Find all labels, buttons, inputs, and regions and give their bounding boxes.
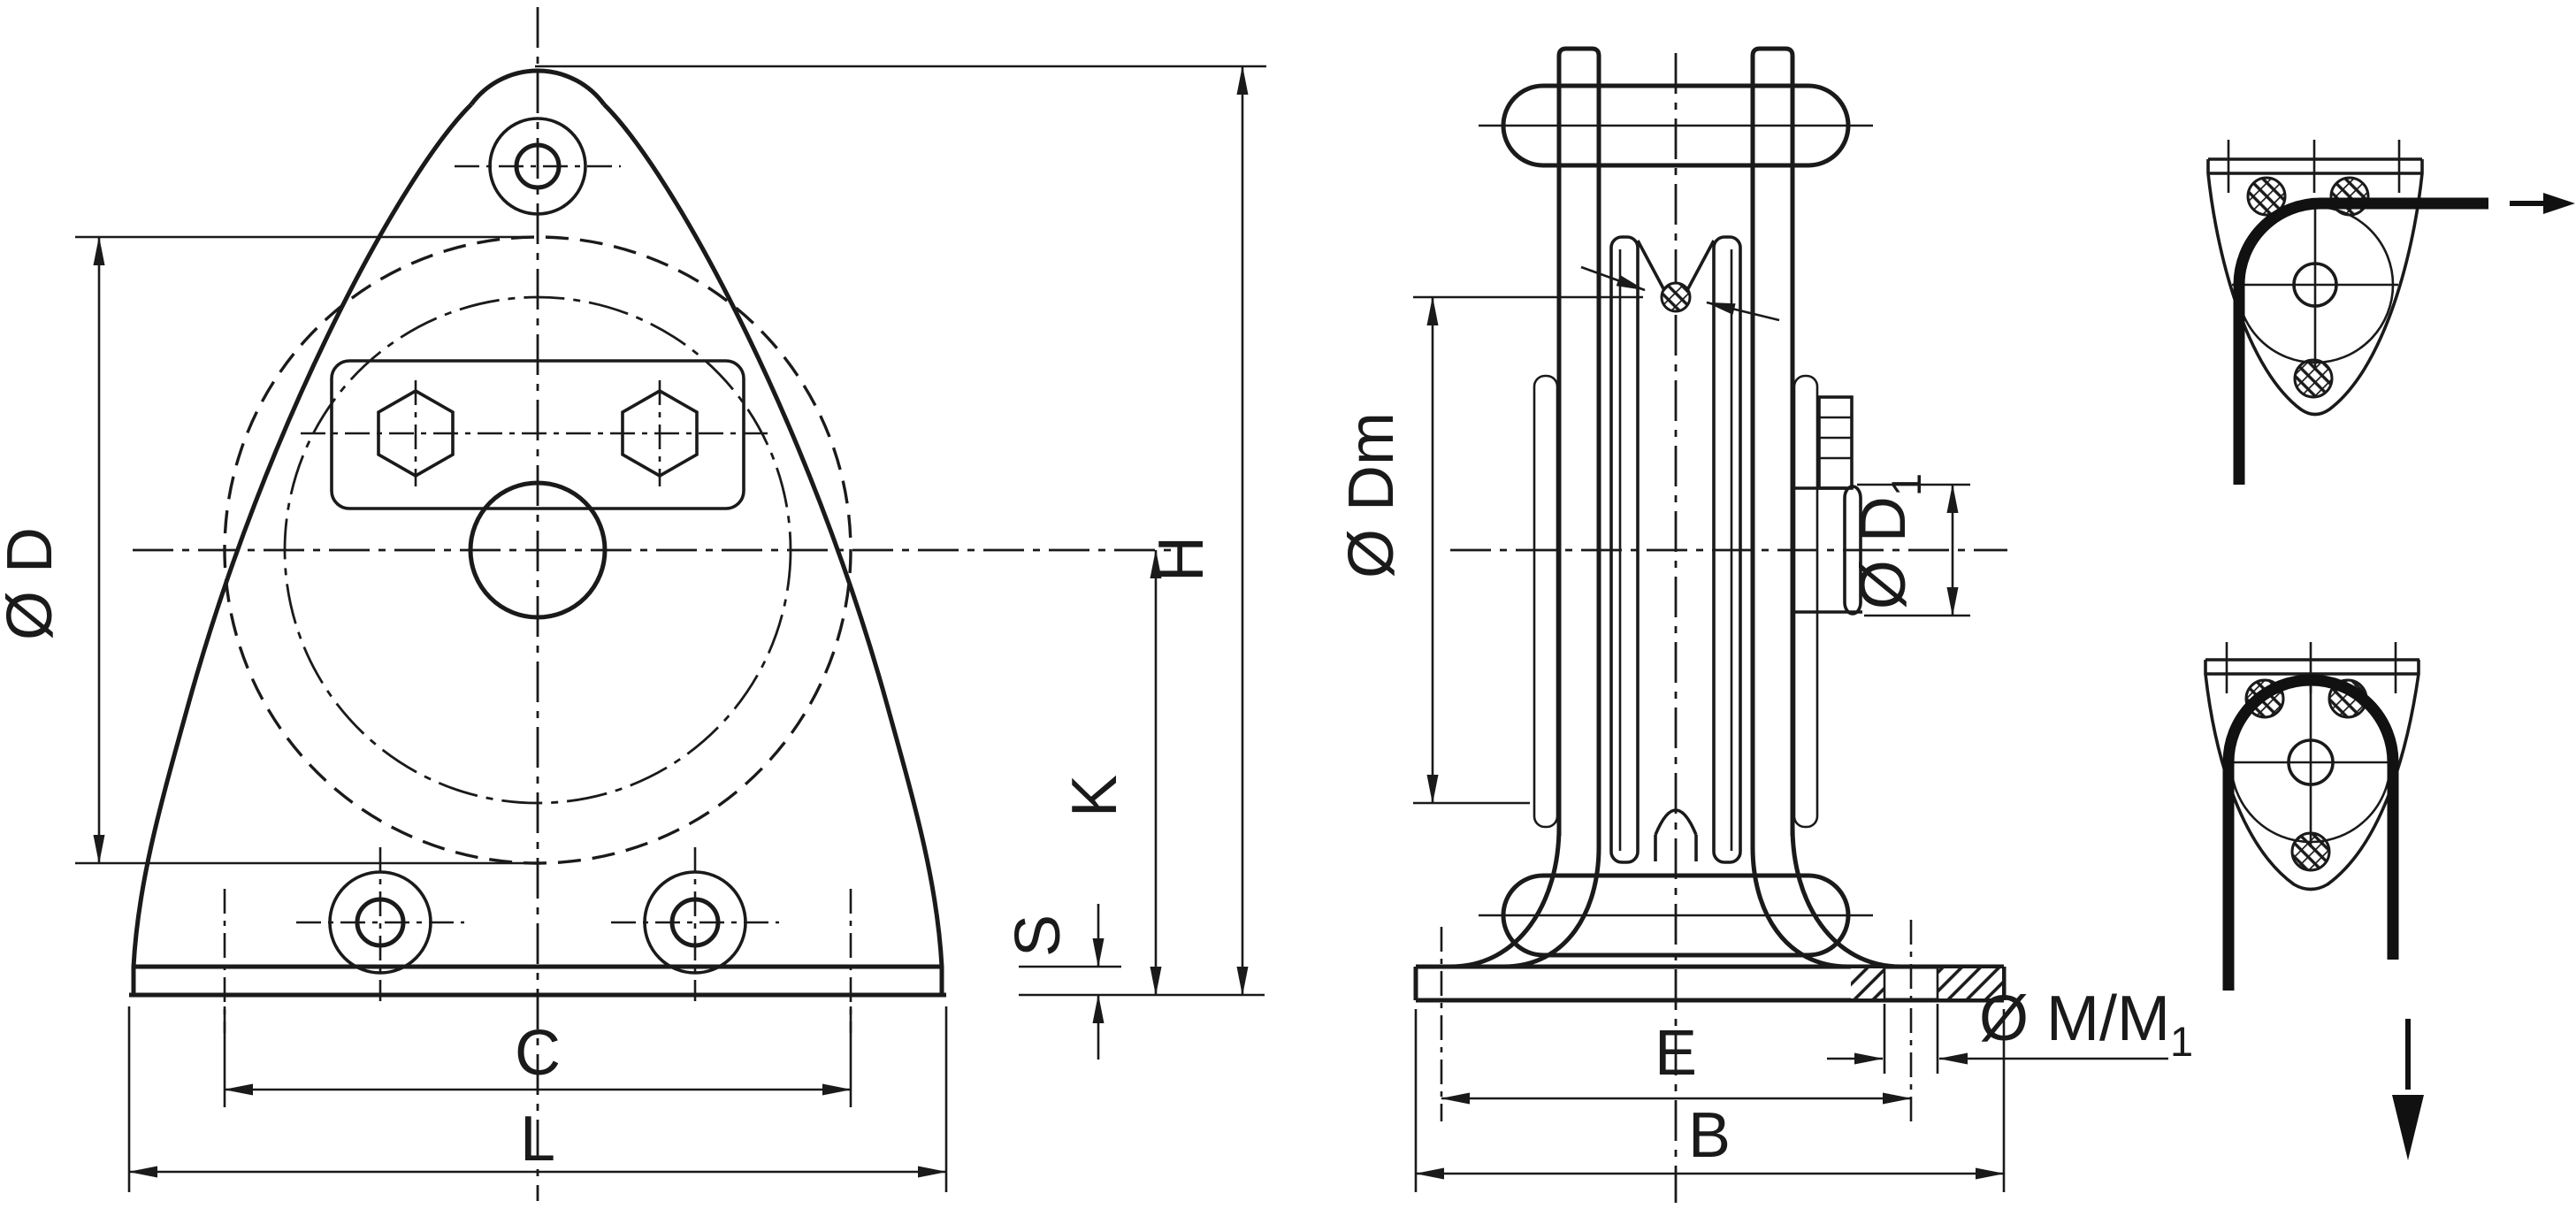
- spacer-left: [1533, 374, 1559, 829]
- rope-path: [2222, 674, 2399, 991]
- strap-left: [1556, 46, 1601, 849]
- plate-right-edge: [602, 103, 944, 995]
- bolt-mark: [2246, 176, 2287, 217]
- dimension-height-h: H: [535, 65, 1266, 997]
- rope-section-circle: [1660, 281, 1692, 313]
- lubricator: [1817, 395, 1854, 490]
- axle-circle: [2287, 738, 2335, 786]
- bottom-pin: [1501, 873, 1851, 958]
- rope-leader-left: [1580, 265, 1646, 292]
- bolt-mark: [2293, 358, 2334, 399]
- dim-label-d: Ø D: [0, 527, 65, 640]
- foot-right-inner-curve: [1750, 846, 1849, 969]
- groove-v-top: [1636, 240, 1716, 293]
- plate-top-arc: [469, 68, 607, 106]
- foot-right-outer-curve: [1790, 826, 1902, 969]
- dim-label-c: C: [515, 1018, 561, 1089]
- rope-pull-right-arrow-icon: [2510, 193, 2575, 214]
- dimension-diameter-d: Ø D: [0, 235, 538, 865]
- plate-left-edge: [131, 103, 473, 995]
- dim-label-s: S: [1003, 914, 1074, 957]
- side-view: Ø Dm Ø D1 Ø M/M1 E B: [1336, 46, 2193, 1203]
- dim-label-k: K: [1059, 775, 1130, 817]
- dimension-base-width-b: B: [1414, 1009, 2006, 1192]
- foot-left-outer-curve: [1449, 826, 1562, 969]
- dimension-hole-spacing-c: C: [223, 1006, 852, 1107]
- dim-label-e: E: [1655, 1018, 1697, 1089]
- front-view: Ø D H K S C: [0, 7, 1266, 1201]
- axle-circle: [2292, 262, 2338, 308]
- strap-right: [1750, 46, 1795, 849]
- dimension-bolt-holes-m: Ø M/M1: [1827, 983, 2193, 1074]
- dimension-plate-thickness-s: S: [1003, 904, 1121, 1060]
- groove-bottom-profile: [1654, 808, 1698, 861]
- foot-left-inner-curve: [1502, 846, 1601, 969]
- dimension-foot-hole-spacing-e: E: [1441, 1018, 1912, 1105]
- rope-leader-right: [1706, 301, 1780, 322]
- dim-label-l: L: [520, 1104, 555, 1174]
- section-hatch-left: [1851, 968, 1884, 998]
- detail-view-rope-down: [2204, 642, 2424, 1160]
- section-hatch-right: [1938, 968, 2002, 998]
- dim-label-m-m1: Ø M/M1: [1979, 983, 2193, 1065]
- dim-label-d1: Ø D1: [1848, 473, 1930, 609]
- dim-label-dm: Ø Dm: [1336, 412, 1407, 578]
- clamp-plate: [330, 359, 745, 510]
- rope-path: [2233, 197, 2488, 485]
- dimension-axis-height-k: K: [1059, 549, 1162, 996]
- rope-pull-down-arrow-icon: [2392, 1019, 2424, 1160]
- top-pin: [1501, 83, 1851, 168]
- plate-outline: [2206, 159, 2424, 417]
- detail-view-rope-exit-right: [2206, 140, 2575, 485]
- dimension-pitch-diameter-dm: Ø Dm: [1336, 295, 1643, 805]
- dimension-hub-diameter-d1: Ø D1: [1848, 473, 1970, 617]
- dimension-base-length-l: L: [127, 1006, 948, 1192]
- dim-label-b: B: [1688, 1100, 1731, 1171]
- spacer-right: [1792, 374, 1819, 829]
